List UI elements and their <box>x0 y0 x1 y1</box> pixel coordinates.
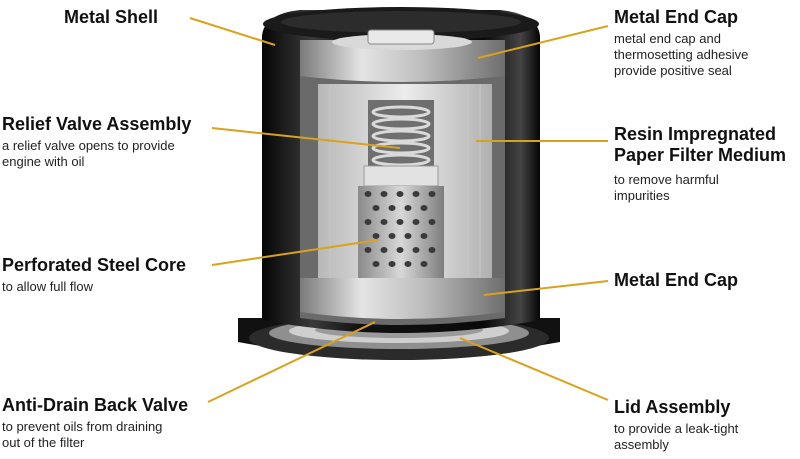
core-perforation <box>404 261 412 267</box>
core-perforation <box>420 261 428 267</box>
anti-drain-desc: to prevent oils from draining out of the… <box>2 419 163 450</box>
core-perforation <box>380 247 388 253</box>
core-perforation <box>412 247 420 253</box>
core-perforation <box>396 247 404 253</box>
metal-shell-title: Metal Shell <box>64 7 159 27</box>
core-perforation <box>388 261 396 267</box>
label-relief-valve: Relief Valve Assembly a relief valve ope… <box>2 114 191 170</box>
filter-medium-title: Resin Impregnated Paper Filter Medium <box>614 124 787 165</box>
core-perforation <box>428 247 436 253</box>
metal-end-cap-top-title: Metal End Cap <box>614 7 739 27</box>
label-metal-shell: Metal Shell <box>64 7 158 28</box>
filter-medium-desc: to remove harmful impurities <box>614 172 719 203</box>
relief-valve-desc: a relief valve opens to provide engine w… <box>2 138 175 169</box>
core-perforation <box>420 205 428 211</box>
relief-valve-part <box>363 100 439 187</box>
core-perforation <box>396 191 404 197</box>
metal-end-cap-top-part <box>300 40 505 82</box>
core-perforation <box>428 191 436 197</box>
core-perforation <box>404 205 412 211</box>
core-perforation <box>364 191 372 197</box>
core-perforation <box>396 219 404 225</box>
label-steel-core: Perforated Steel Core to allow full flow <box>2 255 186 295</box>
core-perforation <box>372 205 380 211</box>
leader-lid-assembly <box>459 337 609 401</box>
core-perforation <box>364 247 372 253</box>
core-perforation <box>388 205 396 211</box>
label-anti-drain: Anti-Drain Back Valve to prevent oils fr… <box>2 395 188 451</box>
core-perforation <box>428 219 436 225</box>
label-lid-assembly: Lid Assembly to provide a leak-tight ass… <box>614 397 738 453</box>
leader-steel-core <box>211 239 379 266</box>
label-metal-end-cap-top: Metal End Cap metal end cap and thermose… <box>614 7 748 79</box>
leader-relief-valve <box>211 127 401 149</box>
core-perforation <box>420 233 428 239</box>
metal-end-cap-bottom-part <box>300 278 505 319</box>
leader-metal-end-cap-top <box>477 25 609 59</box>
lid-assembly-title: Lid Assembly <box>614 397 731 417</box>
core-perforation <box>380 219 388 225</box>
lid-assembly-desc: to provide a leak-tight assembly <box>614 421 739 452</box>
core-perforation <box>388 233 396 239</box>
anti-drain-title: Anti-Drain Back Valve <box>2 395 189 415</box>
label-metal-end-cap-bottom: Metal End Cap <box>614 270 738 291</box>
core-perforation <box>380 191 388 197</box>
steel-core-title: Perforated Steel Core <box>2 255 187 275</box>
core-perforation <box>404 233 412 239</box>
metal-end-cap-top-desc: metal end cap and thermosetting adhesive… <box>614 31 749 78</box>
metal-end-cap-bottom-title: Metal End Cap <box>614 270 739 290</box>
leader-anti-drain <box>207 321 376 403</box>
label-filter-medium: Resin Impregnated Paper Filter Medium to… <box>614 124 786 204</box>
core-perforation <box>372 261 380 267</box>
core-perforation <box>372 233 380 239</box>
core-perforation <box>364 219 372 225</box>
core-perforation <box>412 219 420 225</box>
core-perforation <box>412 191 420 197</box>
relief-valve-title: Relief Valve Assembly <box>2 114 192 134</box>
leader-metal-end-cap-bottom <box>483 280 609 296</box>
steel-core-part <box>358 186 444 278</box>
cutaway-interior <box>300 29 505 325</box>
leader-lines <box>189 17 609 403</box>
leader-metal-shell <box>189 17 276 46</box>
steel-core-desc: to allow full flow <box>2 279 94 294</box>
